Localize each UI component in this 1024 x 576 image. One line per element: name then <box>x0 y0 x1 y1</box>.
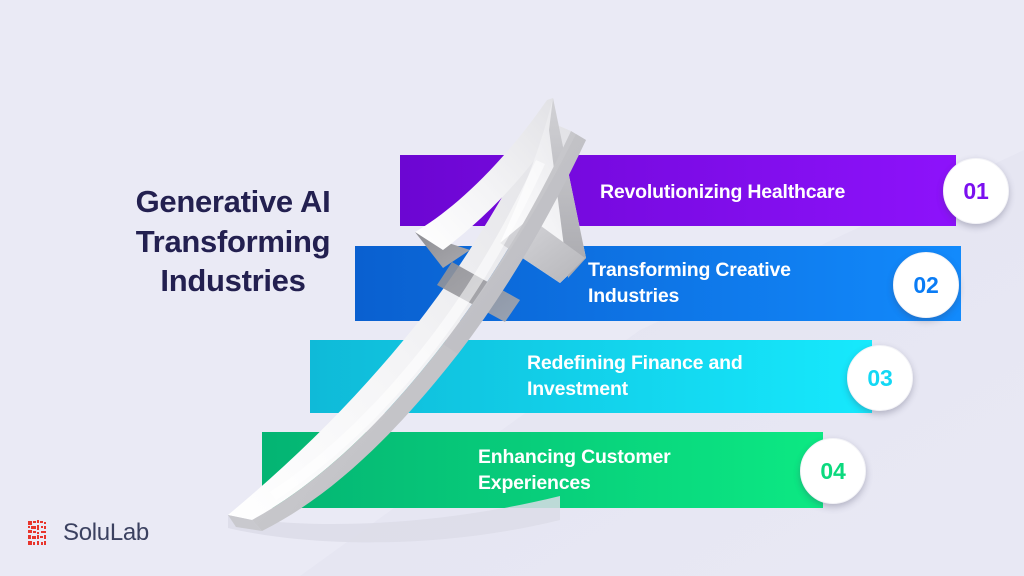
step-number-4: 04 <box>820 457 846 484</box>
step-label-1: Revolutionizing Healthcare <box>600 181 846 203</box>
step-number-3: 03 <box>867 364 893 391</box>
step-label-2: Transforming Creative Industries <box>588 259 791 307</box>
solulab-mark-icon <box>28 520 54 546</box>
step-number-1: 01 <box>963 177 989 204</box>
step-label-3: Redefining Finance and Investment <box>527 352 743 400</box>
step-badge-1[interactable]: 01 <box>943 158 1009 224</box>
step-label-4: Enhancing Customer Experiences <box>478 446 671 494</box>
step-number-2: 02 <box>913 271 939 298</box>
step-badge-4[interactable]: 04 <box>800 438 866 504</box>
brand-logo[interactable]: SoluLab <box>28 519 149 547</box>
page-title: Generative AI Transforming Industries <box>135 184 331 299</box>
step-badge-2[interactable]: 02 <box>893 252 959 318</box>
brand-name: SoluLab <box>63 519 149 546</box>
step-badge-3[interactable]: 03 <box>847 345 913 411</box>
